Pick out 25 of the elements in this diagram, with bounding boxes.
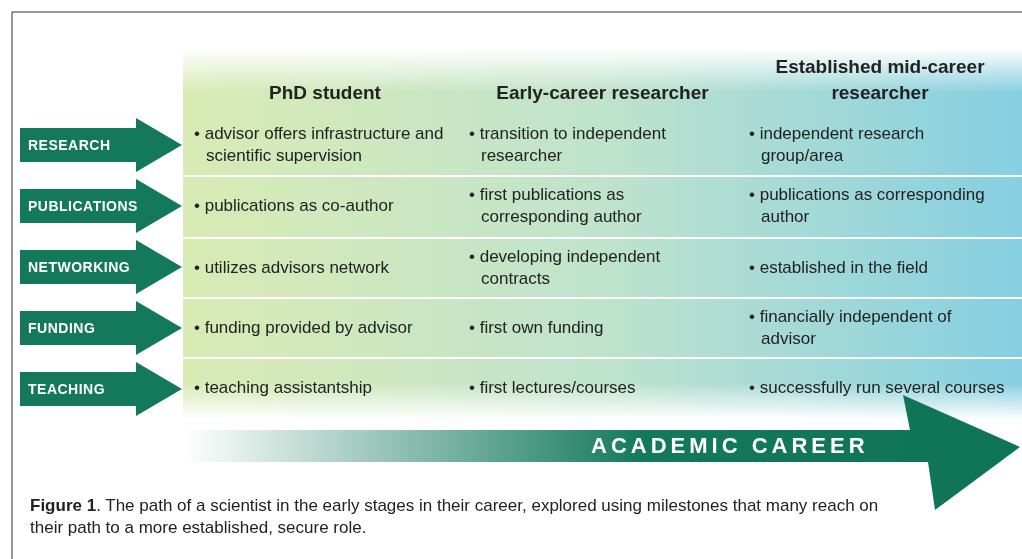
table-cell-text: • first publications as corresponding author bbox=[468, 184, 643, 228]
table-cell-text: • utilizes advisors network bbox=[193, 257, 389, 279]
table-cell-text: • transition to independent researcher bbox=[468, 123, 667, 167]
table-cell-text: • funding provided by advisor bbox=[193, 317, 413, 339]
table-cell-text: • successfully run several courses bbox=[748, 377, 1005, 399]
figure-caption: Figure 1. The path of a scientist in the early stages in their career, explored using milestones that many reach on their path to a more established, secure role. bbox=[30, 495, 880, 539]
arrow-label: ACADEMIC CAREER bbox=[591, 433, 869, 459]
row-label: RESEARCH bbox=[28, 137, 111, 153]
column-header: PhD student bbox=[268, 81, 382, 105]
table-cell-text: • publications as corresponding author bbox=[748, 184, 986, 228]
table-cell-text: • publications as co-author bbox=[193, 195, 394, 217]
row-label: NETWORKING bbox=[28, 259, 131, 275]
table-cell-text: • first lectures/courses bbox=[468, 377, 636, 399]
column-header: Early-career researcher bbox=[495, 81, 710, 105]
table-cell-text: • independent research group/area bbox=[748, 123, 926, 167]
row-label: FUNDING bbox=[28, 320, 96, 336]
table-cell-text: • established in the field bbox=[748, 257, 928, 279]
row-label: PUBLICATIONS bbox=[28, 198, 138, 214]
table-cell-text: • first own funding bbox=[468, 317, 604, 339]
table-cell-text: • advisor offers infrastructure and scientific supervision bbox=[193, 123, 445, 167]
row-label: TEACHING bbox=[28, 381, 106, 397]
table-cell-text: • financially independent of advisor bbox=[748, 306, 953, 350]
table-cell-text: • developing independent contracts bbox=[468, 246, 662, 290]
column-header: Established mid-career researcher bbox=[774, 55, 986, 105]
table-cell-text: • teaching assistantship bbox=[193, 377, 372, 399]
